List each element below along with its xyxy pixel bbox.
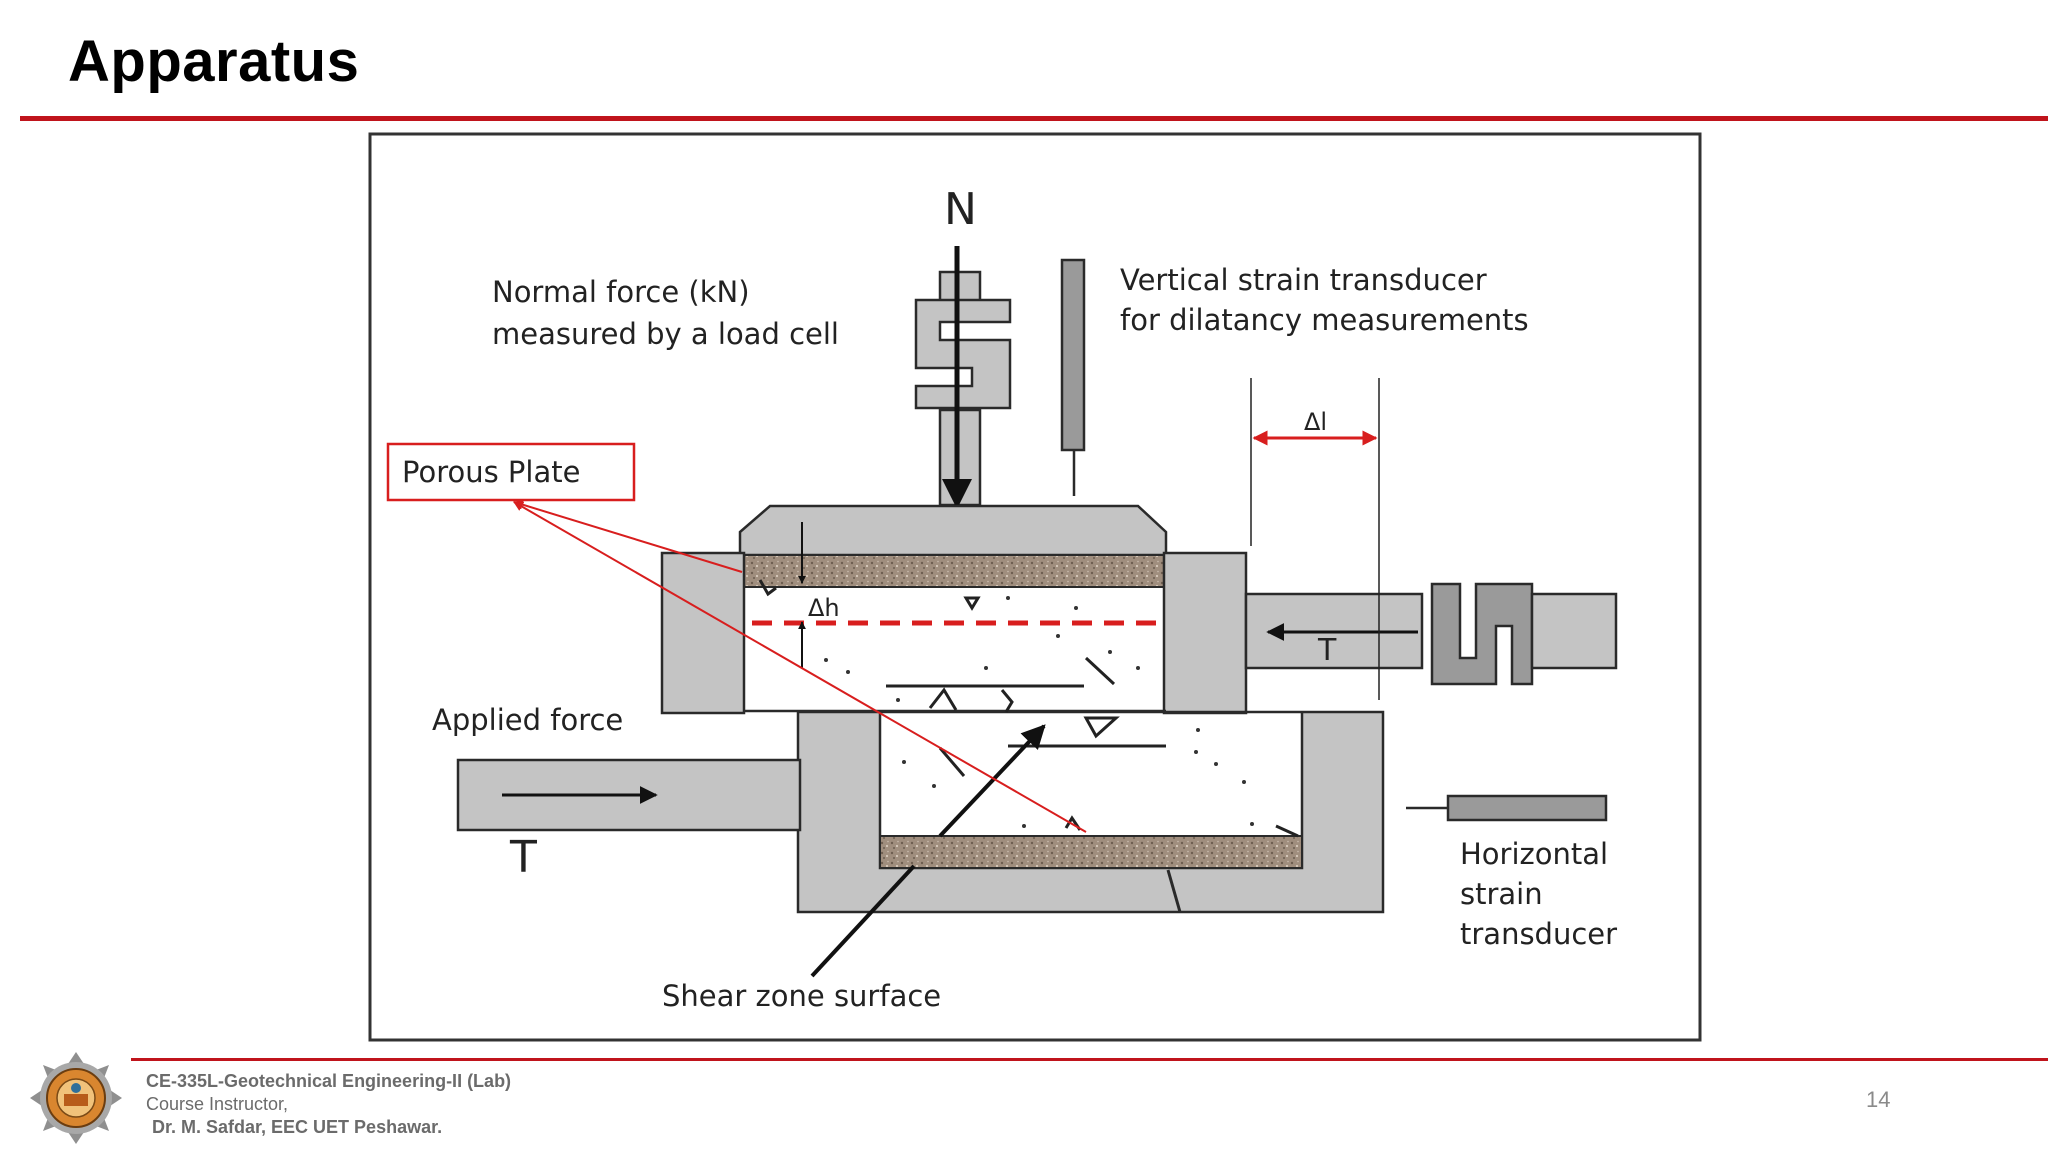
vertical-transducer-label-2: for dilatancy measurements: [1120, 303, 1529, 337]
horizontal-transducer-label-3: transducer: [1460, 917, 1617, 951]
horizontal-transducer-label-2: strain: [1460, 877, 1543, 911]
horizontal-transducer: [1446, 794, 1608, 822]
loading-cap: [738, 504, 1168, 557]
normal-symbol: N: [944, 184, 977, 235]
shear-zone-label: Shear zone surface: [662, 979, 941, 1013]
footer-info: CE-335L-Geotechnical Engineering-II (Lab…: [146, 1070, 511, 1139]
vertical-transducer: [1060, 258, 1086, 452]
normal-force-label-1: Normal force (kN): [492, 275, 750, 309]
applied-force-label: Applied force: [432, 703, 623, 737]
vertical-transducer-label-1: Vertical strain transducer: [1120, 263, 1487, 297]
upper-box: [660, 551, 1248, 715]
normal-force-label-2: measured by a load cell: [492, 317, 839, 351]
footer-divider: [131, 1058, 2048, 1061]
porous-plate-bottom: [879, 835, 1303, 869]
shear-zone-pointer: [810, 864, 916, 978]
right-load-cell: [1430, 582, 1534, 686]
course-name: CE-335L-Geotechnical Engineering-II (Lab…: [146, 1071, 512, 1091]
load-cell: [914, 270, 1012, 507]
title-divider: [20, 116, 2048, 121]
porous-pointer-top: [513, 499, 743, 573]
porous-pointer-bottom: [513, 501, 1087, 833]
horizontal-transducer-label-1: Horizontal: [1460, 837, 1608, 871]
instructor-role: Course Instructor,: [146, 1094, 289, 1114]
delta-h-label: Δh: [808, 594, 840, 622]
instructor-name: Dr. M. Safdar, EEC UET Peshawar.: [152, 1117, 443, 1137]
porous-plate-callout-box: [386, 442, 636, 502]
soil-particles: [824, 596, 1254, 828]
right-end-block: [1530, 592, 1618, 670]
page-number: 14: [1866, 1087, 1891, 1112]
university-logo: [30, 1052, 122, 1144]
t-right-label: T: [1317, 633, 1337, 668]
porous-plate-label: Porous Plate: [402, 455, 580, 489]
slide-title: Apparatus: [68, 29, 360, 94]
porous-plate-top: [743, 554, 1169, 588]
t-left-label: T: [509, 832, 537, 883]
delta-l-label: Δl: [1304, 408, 1327, 436]
shear-zone-pointer-2: [938, 724, 1046, 838]
